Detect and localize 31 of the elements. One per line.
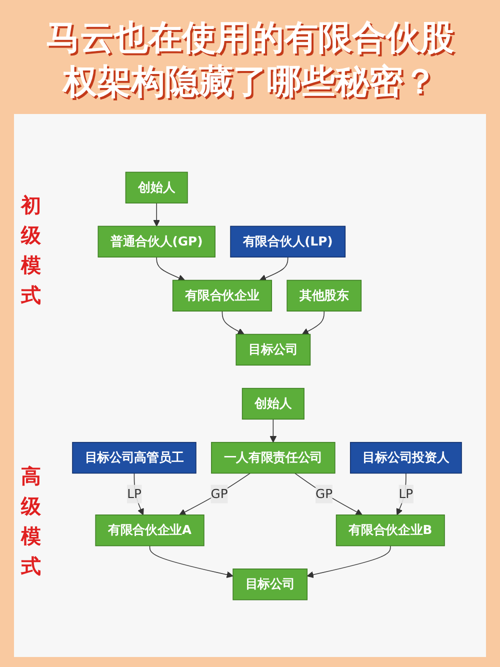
arrow — [153, 202, 160, 226]
node-box: 目标公司 — [236, 333, 311, 366]
node-box: 其他股东 — [286, 279, 362, 311]
edge-label: GP — [315, 486, 333, 501]
node-box: 创始人 — [125, 171, 188, 203]
node-box: 普通合伙人(GP) — [98, 225, 216, 257]
node-box: 有限合伙人(LP) — [230, 225, 346, 257]
arrow — [156, 256, 186, 281]
edge-label: LP — [127, 486, 142, 501]
title: 马云也在使用的有限合伙股权架构隐藏了哪些秘密？ — [45, 17, 455, 104]
section-label: 初级模式 — [20, 192, 42, 309]
node-box: 有限合伙企业 — [172, 279, 272, 311]
arrow — [149, 544, 234, 578]
arrow — [222, 310, 244, 334]
node-box: 目标公司高管员工 — [72, 441, 196, 474]
node-box: 有限合伙企业A — [95, 514, 204, 546]
arrow — [302, 310, 324, 334]
node-box: 创始人 — [242, 387, 304, 420]
node-box: 目标公司投资人 — [350, 441, 462, 474]
arrow — [294, 472, 362, 515]
node-box: 目标公司 — [232, 568, 308, 600]
node-box: 一人有限责任公司 — [211, 441, 336, 474]
node-box: 有限合伙企业B — [336, 514, 445, 546]
section-label: 高级模式 — [20, 463, 42, 580]
arrow — [306, 544, 391, 578]
arrow — [259, 256, 288, 281]
edge-label: LP — [398, 486, 414, 501]
arrow — [270, 418, 277, 442]
edge-label: GP — [210, 486, 228, 501]
arrow — [396, 472, 406, 515]
arrow — [179, 472, 251, 515]
